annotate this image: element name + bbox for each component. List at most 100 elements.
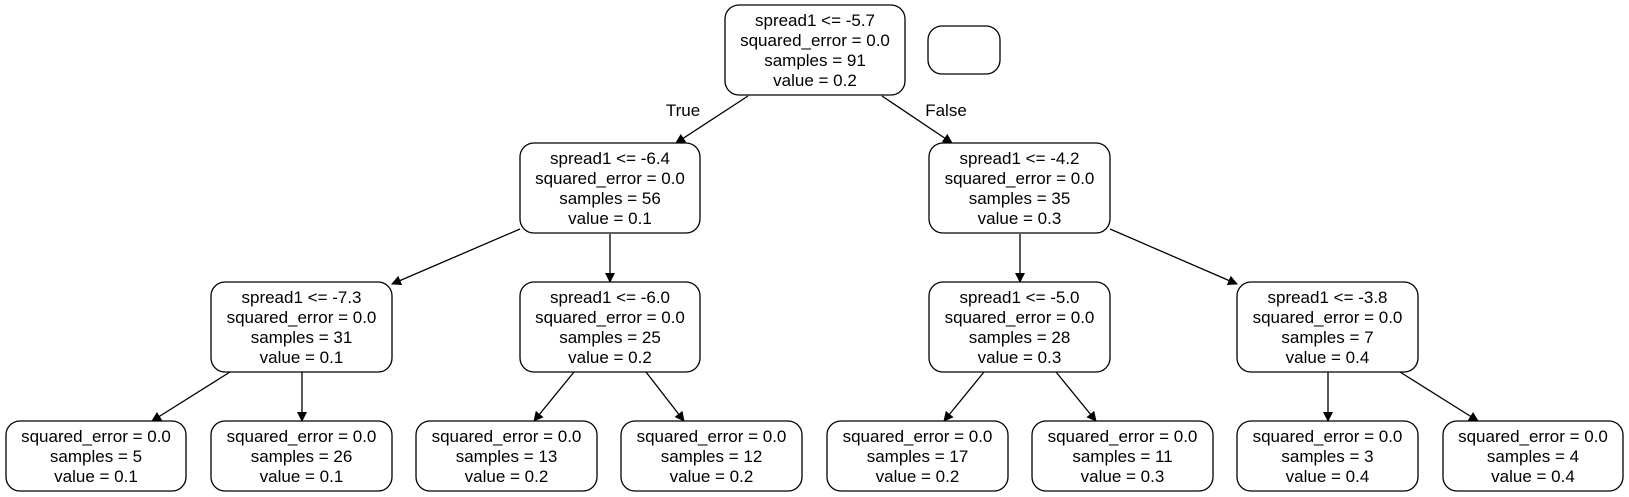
node-text-line: squared_error = 0.0 bbox=[945, 169, 1095, 188]
node-text-line: squared_error = 0.0 bbox=[1048, 427, 1198, 446]
node-text-line: squared_error = 0.0 bbox=[227, 308, 377, 327]
edge-n1-n3 bbox=[391, 228, 521, 286]
node-text-line: samples = 12 bbox=[661, 447, 763, 466]
node-text-line: spread1 <= -7.3 bbox=[241, 288, 361, 307]
node-text-line: squared_error = 0.0 bbox=[432, 427, 582, 446]
node-text-line: samples = 91 bbox=[764, 51, 866, 70]
node-text-line: samples = 17 bbox=[867, 447, 969, 466]
node-text-line: value = 0.3 bbox=[1081, 467, 1165, 486]
node-text-line: spread1 <= -4.2 bbox=[959, 149, 1079, 168]
node-text-line: value = 0.1 bbox=[54, 467, 138, 486]
node-box bbox=[210, 281, 393, 373]
edge-n5-n12 bbox=[1055, 371, 1097, 422]
edge-n5-n11 bbox=[943, 371, 985, 422]
node-box bbox=[724, 4, 906, 96]
edge-line bbox=[645, 371, 685, 422]
node-text-line: squared_error = 0.0 bbox=[740, 31, 890, 50]
node-box bbox=[519, 142, 701, 234]
node-box bbox=[415, 420, 598, 492]
node-text-line: spread1 <= -6.4 bbox=[550, 149, 670, 168]
node-text-line: samples = 56 bbox=[559, 189, 661, 208]
node-box bbox=[826, 420, 1009, 492]
node-box bbox=[519, 281, 701, 373]
node-box bbox=[1031, 420, 1214, 492]
node-text-line: squared_error = 0.0 bbox=[1458, 427, 1608, 446]
edges-layer: True False bbox=[151, 95, 1479, 422]
node-text-line: spread1 <= -5.0 bbox=[959, 288, 1079, 307]
edge-line bbox=[1399, 371, 1479, 422]
node-text-line: value = 0.2 bbox=[670, 467, 754, 486]
node-text-line: value = 0.2 bbox=[465, 467, 549, 486]
node-text-line: squared_error = 0.0 bbox=[945, 308, 1095, 327]
node-text-line: samples = 11 bbox=[1072, 447, 1172, 466]
node-text-line: samples = 31 bbox=[251, 328, 353, 347]
edge-line bbox=[1055, 371, 1097, 422]
node-text-line: value = 0.1 bbox=[568, 209, 652, 228]
node-text-line: spread1 <= -3.8 bbox=[1267, 288, 1387, 307]
node-box bbox=[5, 420, 187, 492]
edge-line bbox=[391, 228, 521, 286]
node-text-line: value = 0.1 bbox=[260, 467, 344, 486]
node-box bbox=[620, 420, 803, 492]
node-text-line: samples = 7 bbox=[1281, 328, 1373, 347]
node-text-line: value = 0.4 bbox=[1286, 467, 1370, 486]
node-text-line: samples = 28 bbox=[969, 328, 1071, 347]
node-box bbox=[927, 25, 1001, 75]
node-text-line: squared_error = 0.0 bbox=[843, 427, 993, 446]
node-text-line: value = 0.3 bbox=[978, 348, 1062, 367]
node-text-line: value = 0.4 bbox=[1491, 467, 1575, 486]
node-text-line: samples = 25 bbox=[559, 328, 661, 347]
edge-line bbox=[943, 371, 985, 422]
node-text-line: samples = 35 bbox=[969, 189, 1071, 208]
node-text-line: squared_error = 0.0 bbox=[21, 427, 171, 446]
node-box bbox=[1442, 420, 1624, 492]
node-text-line: squared_error = 0.0 bbox=[1253, 308, 1403, 327]
node-text-line: squared_error = 0.0 bbox=[227, 427, 377, 446]
edge-n2-n6 bbox=[1109, 228, 1238, 286]
edge-n4-n10 bbox=[645, 371, 685, 422]
node-text-line: samples = 3 bbox=[1281, 447, 1373, 466]
node-text-line: value = 0.2 bbox=[773, 71, 857, 90]
node-box bbox=[928, 142, 1111, 234]
empty-node-box bbox=[927, 25, 1001, 75]
edge-n0-n1: True bbox=[666, 95, 749, 144]
node-text-line: value = 0.2 bbox=[568, 348, 652, 367]
edge-label-false: False bbox=[925, 101, 967, 120]
edge-line bbox=[533, 371, 575, 422]
edge-n4-n9 bbox=[533, 371, 575, 422]
node-text-line: squared_error = 0.0 bbox=[535, 308, 685, 327]
edge-line bbox=[151, 371, 231, 422]
node-text-line: samples = 13 bbox=[456, 447, 558, 466]
edge-n6-n14 bbox=[1399, 371, 1479, 422]
node-text-line: value = 0.3 bbox=[978, 209, 1062, 228]
edge-n3-n7 bbox=[151, 371, 231, 422]
edge-n0-n2: False bbox=[881, 95, 967, 144]
edge-label-true: True bbox=[666, 101, 700, 120]
node-text-line: spread1 <= -5.7 bbox=[755, 11, 875, 30]
edge-line bbox=[881, 95, 953, 144]
node-text-line: squared_error = 0.0 bbox=[637, 427, 787, 446]
node-text-line: value = 0.2 bbox=[876, 467, 960, 486]
node-text-line: samples = 5 bbox=[50, 447, 142, 466]
edge-line bbox=[1109, 228, 1238, 286]
node-text-line: samples = 4 bbox=[1487, 447, 1579, 466]
edge-line bbox=[675, 95, 749, 144]
node-text-line: samples = 26 bbox=[251, 447, 353, 466]
node-box bbox=[1236, 420, 1419, 492]
